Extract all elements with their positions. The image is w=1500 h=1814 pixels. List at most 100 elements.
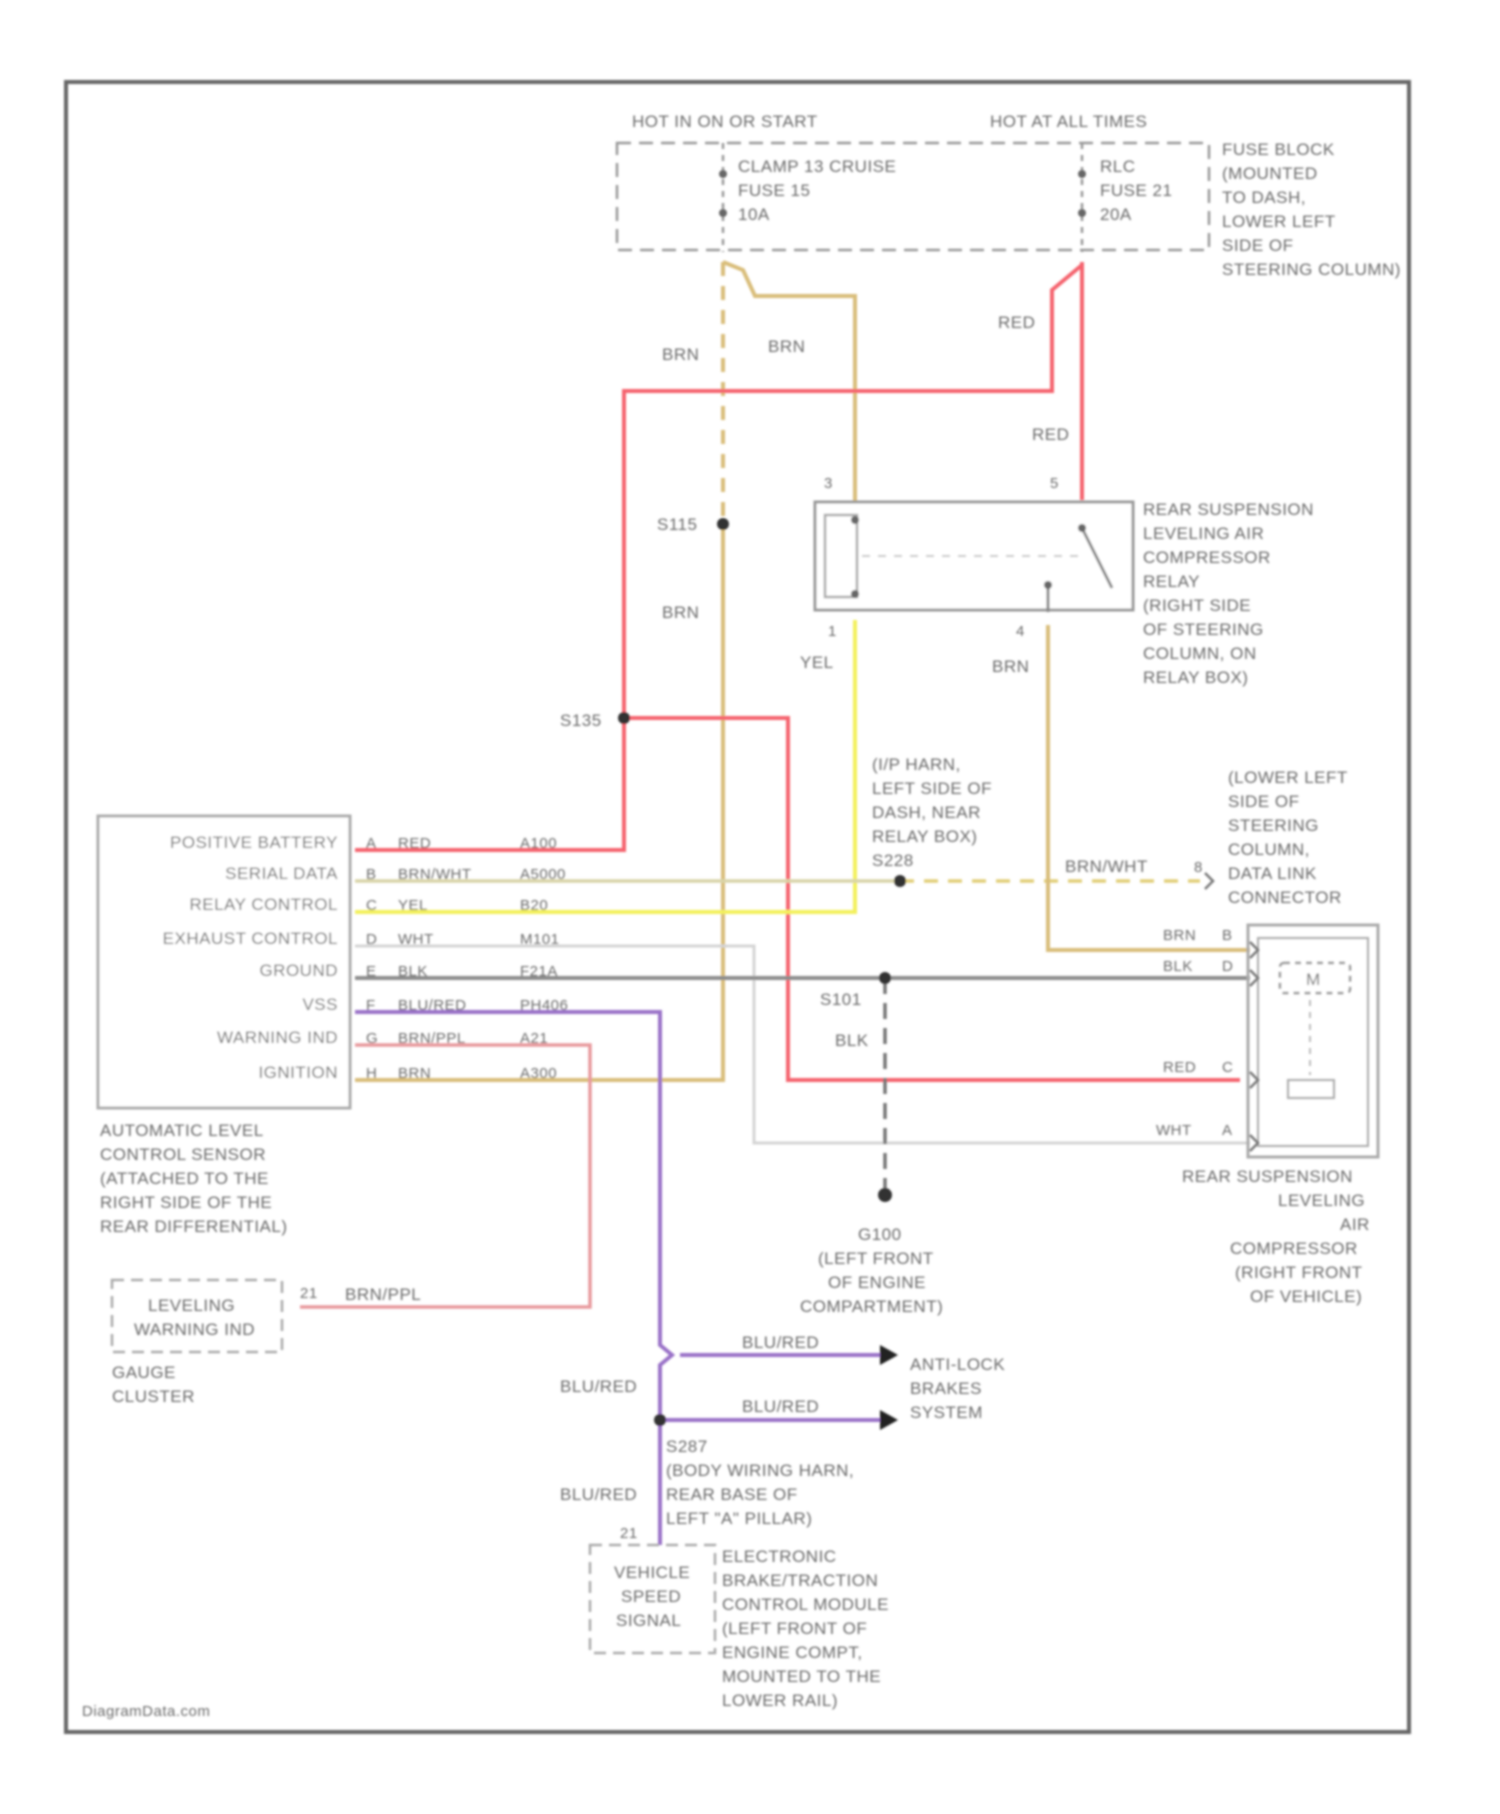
sensor-pin-wire-color: BRN/PPL <box>398 1030 466 1047</box>
wire-label-s115: S115 <box>657 515 697 534</box>
comp-terminal-b <box>1250 942 1258 958</box>
relay-terminal-4 <box>1044 581 1052 589</box>
s228-line-3: DASH, NEAR <box>872 803 981 822</box>
relay-label-8: RELAY BOX) <box>1143 668 1248 687</box>
wire-label-blured-4: BLU/RED <box>560 1485 637 1504</box>
abs-arrow-2 <box>880 1410 898 1430</box>
wire-label-brn-b: BRN <box>768 337 805 356</box>
hot-run-label: HOT IN ON OR START <box>632 112 818 131</box>
dlc-pin: 8 <box>1194 859 1203 876</box>
sensor-pin-circuit: B20 <box>520 897 548 914</box>
wire-label-blk-g: BLK <box>835 1031 869 1050</box>
fuse-block-label-4: LOWER LEFT <box>1222 212 1336 231</box>
fuse1-terminal-top <box>719 170 727 178</box>
ground-g100: G100 (LEFT FRONT OF ENGINE COMPARTMENT) <box>800 1225 943 1316</box>
fuse-block: HOT IN ON OR START HOT AT ALL TIMES CLAM… <box>617 112 1401 279</box>
relay-label-7: COLUMN, ON <box>1143 644 1257 663</box>
fuse-block-label-1: FUSE BLOCK <box>1222 140 1335 159</box>
ground-label-4: COMPARTMENT) <box>800 1297 943 1316</box>
sensor-pin-circuit: A21 <box>520 1030 548 1047</box>
wire-label-yel: YEL <box>800 653 834 672</box>
sensor-pin-wire-color: RED <box>398 835 431 852</box>
gauge-box-line-1: LEVELING <box>148 1296 235 1315</box>
wire-label-s135: S135 <box>560 711 602 730</box>
splice-s135-dot <box>618 712 630 724</box>
s228-line-5: S228 <box>872 851 914 870</box>
fuse-block-label-5: SIDE OF <box>1222 236 1294 255</box>
wire-label-brn-c: BRN <box>662 603 699 622</box>
relay-label-3: COMPRESSOR <box>1143 548 1271 567</box>
comp-pin-b: B <box>1222 927 1233 944</box>
relay-terminal-5 <box>1078 524 1086 532</box>
wire-label-blured-3: BLU/RED <box>742 1397 819 1416</box>
relay-terminal-1 <box>851 590 859 598</box>
fuse2-terminal-top <box>1078 170 1086 178</box>
hot-always-label: HOT AT ALL TIMES <box>990 112 1147 131</box>
relay-pin-1: 1 <box>828 623 837 640</box>
ebtcm-box-line-2: SPEED <box>621 1587 681 1606</box>
fuse1-line3: 10A <box>738 205 770 224</box>
sensor-pin-wire-color: WHT <box>398 931 434 948</box>
dlc-terminal <box>1205 873 1213 889</box>
ground-g100-point <box>878 1188 892 1202</box>
fuse-block-label-6: STEERING COLUMN) <box>1222 260 1401 279</box>
comp-terminal-d <box>1250 970 1258 986</box>
sensor-pin-label: GROUND <box>259 961 338 980</box>
ebtcm-box-line-1: VEHICLE <box>614 1563 690 1582</box>
wire-label-red-b: RED <box>1032 425 1069 444</box>
comp-terminal-c <box>1250 1072 1258 1088</box>
wire-label-red-a: RED <box>998 313 1035 332</box>
splice-s115-dot <box>717 518 729 530</box>
ebtcm-label-5: ENGINE COMPT, <box>722 1643 863 1662</box>
anti-lock-brakes: ANTI-LOCK BRAKES SYSTEM <box>910 1355 1005 1422</box>
s228-line-1: (I/P HARN, <box>872 755 961 774</box>
ebtcm-label-3: CONTROL MODULE <box>722 1595 889 1614</box>
s287-line-1: S287 <box>666 1437 708 1456</box>
ground-label-3: OF ENGINE <box>828 1273 926 1292</box>
s228-line-2: LEFT SIDE OF <box>872 779 992 798</box>
splice-s101-dot <box>879 972 891 984</box>
sensor-pin-letter: A <box>366 835 377 852</box>
ebtcm-module: 21 VEHICLE SPEED SIGNAL ELECTRONIC BRAKE… <box>590 1525 889 1710</box>
sensor-pin-circuit: A5000 <box>520 866 566 883</box>
wire-label-brn-a: BRN <box>662 345 699 364</box>
splice-s287-dot <box>654 1414 666 1426</box>
ebtcm-label-7: LOWER RAIL) <box>722 1691 838 1710</box>
sensor-pin-label: IGNITION <box>258 1063 338 1082</box>
sensor-pin-letter: G <box>366 1030 378 1047</box>
wire-brn-relay-feed <box>723 262 855 504</box>
s228-line-4: RELAY BOX) <box>872 827 977 846</box>
comp-wire-blk: BLK <box>1163 958 1193 975</box>
relay-terminal-3 <box>851 516 859 524</box>
sensor-label-1: AUTOMATIC LEVEL <box>100 1121 264 1140</box>
air-compressor: M BRN BLK RED WHT B D C A REAR SUSPENSIO… <box>1156 925 1378 1306</box>
sensor-pin-label: POSITIVE BATTERY <box>170 833 338 852</box>
sensor-label-5: REAR DIFFERENTIAL) <box>100 1217 288 1236</box>
wire-label-blured-2: BLU/RED <box>560 1377 637 1396</box>
comp-pin-c: C <box>1222 1059 1233 1076</box>
dlc-label-2: SIDE OF <box>1228 792 1300 811</box>
fuse1-line1: CLAMP 13 CRUISE <box>738 157 896 176</box>
comp-wire-brn: BRN <box>1163 927 1196 944</box>
sensor-pin-letter: B <box>366 866 377 883</box>
sensor-pin-label: RELAY CONTROL <box>189 895 338 914</box>
wire-label-s101: S101 <box>820 990 862 1009</box>
sensor-pin-circuit: A300 <box>520 1065 557 1082</box>
sensor-pin-letter: H <box>366 1065 377 1082</box>
fuse-block-label-2: (MOUNTED <box>1222 164 1318 183</box>
sensor-pin-label: WARNING IND <box>217 1028 338 1047</box>
s287-line-2: (BODY WIRING HARN, <box>666 1461 854 1480</box>
sensor-pin-circuit: F21A <box>520 963 558 980</box>
sensor-pin-circuit: A100 <box>520 835 557 852</box>
abs-arrow-1 <box>880 1345 898 1365</box>
sensor-pin-letter: E <box>366 963 377 980</box>
s287-line-4: LEFT "A" PILLAR) <box>666 1509 812 1528</box>
relay-label-6: OF STEERING <box>1143 620 1264 639</box>
gauge-box-line-2: WARNING IND <box>134 1320 255 1339</box>
abs-label-2: BRAKES <box>910 1379 982 1398</box>
sensor-pin-label: EXHAUST CONTROL <box>163 929 338 948</box>
sensor-pin-circuit: PH406 <box>520 997 568 1014</box>
data-link-connector: 8 (LOWER LEFT SIDE OF STEERING COLUMN, D… <box>1194 768 1348 907</box>
